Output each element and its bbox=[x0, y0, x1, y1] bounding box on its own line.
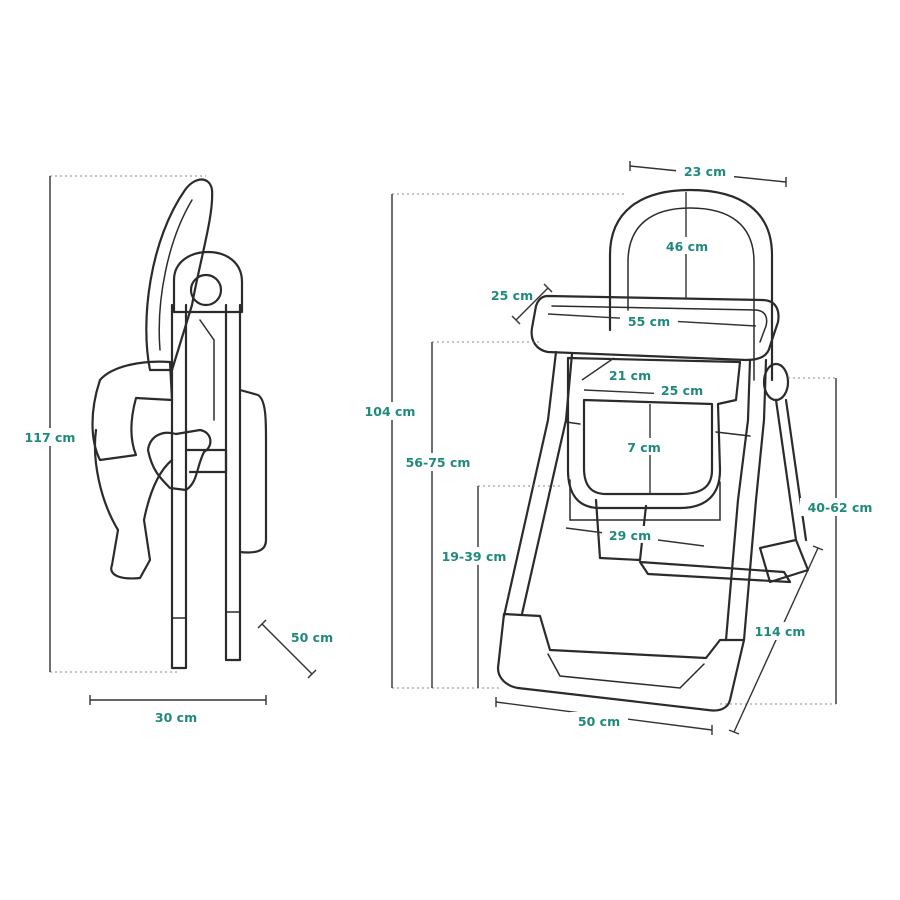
side-height-label: 117 cm bbox=[25, 430, 76, 445]
front-seat-back-label: 7 cm bbox=[627, 440, 660, 455]
front-backrest-inner bbox=[627, 207, 755, 381]
side-view-chair bbox=[91, 178, 268, 670]
side-folded-depth-line bbox=[261, 623, 313, 675]
front-seat-depth-label: 21 cm bbox=[609, 368, 651, 383]
side-backrest-inner bbox=[158, 199, 193, 351]
side-hinge-knob bbox=[189, 273, 223, 307]
front-tray-depth-label: 25 cm bbox=[491, 288, 533, 303]
side-front-leg bbox=[224, 303, 242, 662]
front-footrest-bar bbox=[569, 479, 721, 521]
side-seat-cushion bbox=[93, 428, 174, 580]
side-seat-pad bbox=[91, 360, 174, 462]
front-footrest-label-bg bbox=[602, 526, 658, 543]
front-tray-depth-line bbox=[515, 287, 549, 321]
front-crossbar bbox=[565, 421, 751, 437]
side-harness-piece bbox=[146, 428, 212, 492]
front-backrest-width-label-bg bbox=[676, 162, 734, 178]
front-backrest-width-label: 23 cm bbox=[684, 164, 726, 179]
side-height-label-bg bbox=[18, 428, 82, 446]
front-armrest-height-label: 40-62 cm bbox=[808, 500, 873, 515]
front-seat-depth-line bbox=[581, 357, 615, 381]
side-folded-depth-tick-a bbox=[257, 619, 267, 629]
front-footrest-label: 29 cm bbox=[609, 528, 651, 543]
front-seat-height-label-bg bbox=[434, 547, 514, 565]
side-hinge-housing bbox=[172, 250, 244, 314]
front-tray bbox=[530, 294, 780, 362]
side-depth-label: 30 cm bbox=[155, 710, 197, 725]
front-backrest-height-label: 46 cm bbox=[666, 239, 708, 254]
front-base-width-label-bg bbox=[570, 712, 628, 730]
front-leg-length-label-bg bbox=[748, 622, 812, 640]
side-view-dimensions: 117 cm 30 cm 50 cm bbox=[18, 175, 333, 725]
front-base bbox=[496, 612, 746, 712]
front-base-width-label: 50 cm bbox=[578, 714, 620, 729]
front-view-chair bbox=[496, 188, 810, 712]
front-tray-width-label-bg bbox=[620, 312, 678, 329]
side-basket bbox=[238, 388, 268, 554]
front-tray-height-label: 56-75 cm bbox=[406, 455, 471, 470]
front-leg-length-tick-a bbox=[812, 545, 824, 551]
front-seat-shell bbox=[566, 356, 742, 510]
front-tray-depth-tick-a bbox=[511, 315, 521, 325]
side-folded-depth-tick-b bbox=[307, 669, 317, 679]
front-seat-back-label-bg bbox=[620, 438, 670, 455]
front-leg-length-label: 114 cm bbox=[755, 624, 806, 639]
front-armrest-height-label-bg bbox=[800, 498, 882, 516]
front-seat-height-label: 19-39 cm bbox=[442, 549, 507, 564]
side-backrest bbox=[145, 178, 214, 372]
front-seat-cushion bbox=[582, 398, 714, 496]
front-seat-width-label: 25 cm bbox=[661, 383, 703, 398]
front-tray-width-label: 55 cm bbox=[628, 314, 670, 329]
front-side-knob bbox=[762, 362, 790, 402]
side-rear-leg bbox=[170, 303, 188, 670]
side-folded-depth-label: 50 cm bbox=[291, 630, 333, 645]
side-strap bbox=[199, 319, 215, 421]
front-tray-rim bbox=[551, 305, 768, 343]
front-view-dimensions: 23 cm 46 cm 25 cm 55 cm 104 cm 56-75 cm … bbox=[358, 161, 882, 735]
front-base-inner bbox=[547, 653, 705, 689]
front-backrest-outer bbox=[608, 188, 774, 382]
front-leg-length-tick-b bbox=[728, 729, 740, 735]
front-left-leg bbox=[502, 350, 574, 618]
front-step-bar bbox=[638, 560, 792, 584]
front-rear-leg bbox=[774, 398, 808, 542]
front-total-height-label-bg bbox=[358, 402, 424, 420]
front-tray-height-label-bg bbox=[398, 453, 480, 471]
front-total-height-label: 104 cm bbox=[365, 404, 416, 419]
front-seat-width-label-bg bbox=[654, 381, 710, 397]
front-backrest-height-label-bg bbox=[660, 237, 714, 254]
front-tray-depth-tick-b bbox=[543, 283, 553, 293]
side-seat-plate bbox=[184, 448, 228, 474]
front-rear-foot bbox=[758, 538, 810, 584]
